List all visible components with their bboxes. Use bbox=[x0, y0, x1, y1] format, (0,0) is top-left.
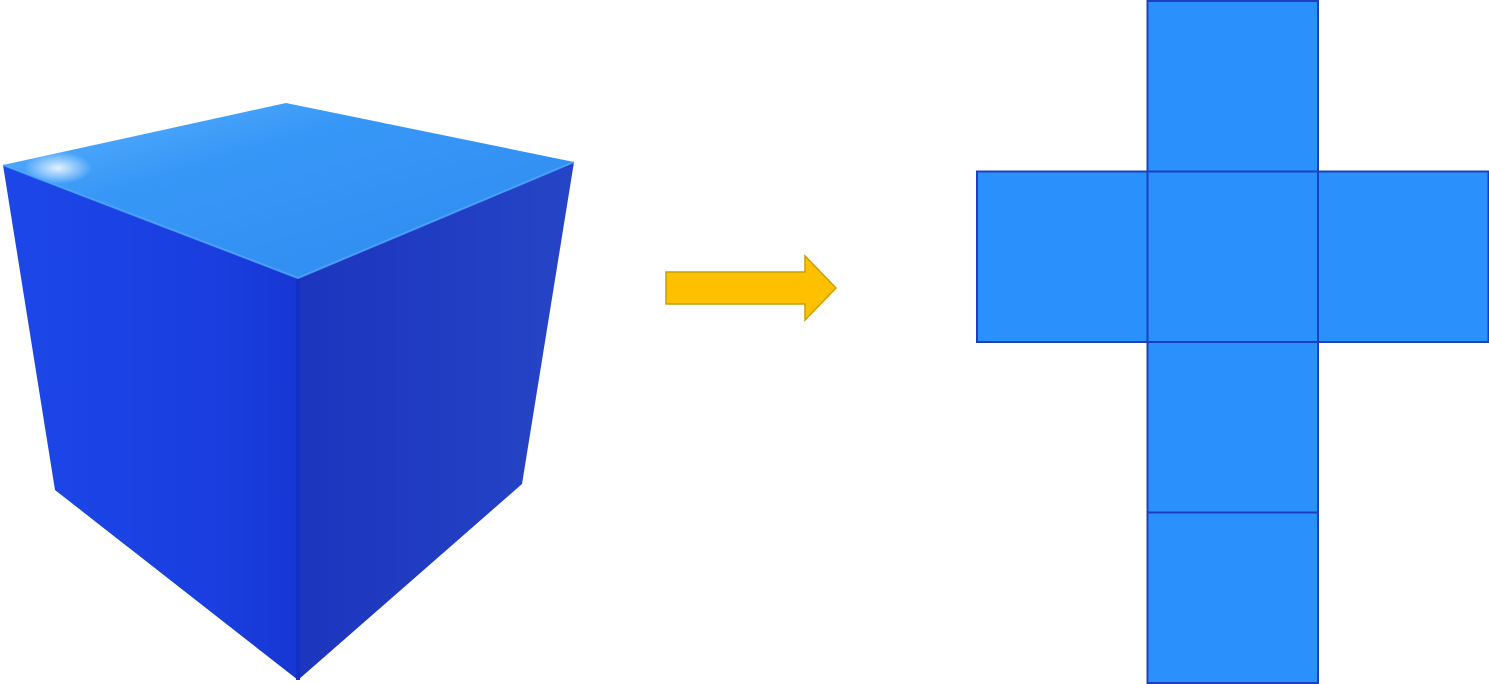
cube-3d bbox=[2, 103, 575, 680]
cube-net bbox=[976, 0, 1489, 684]
cube-gloss-highlight bbox=[24, 152, 92, 184]
net-square-2 bbox=[976, 170, 1149, 343]
net-square-4 bbox=[1317, 170, 1489, 343]
right-arrow-icon bbox=[665, 254, 838, 322]
cube-top-face bbox=[3, 103, 574, 278]
net-square-5 bbox=[1146, 341, 1319, 514]
cube-front-face bbox=[3, 165, 298, 680]
net-square-3 bbox=[1146, 170, 1319, 343]
cube-top-edges bbox=[2, 161, 575, 280]
cube-right-face bbox=[298, 162, 574, 680]
net-square-1 bbox=[1146, 0, 1319, 173]
net-square-6 bbox=[1146, 511, 1319, 684]
